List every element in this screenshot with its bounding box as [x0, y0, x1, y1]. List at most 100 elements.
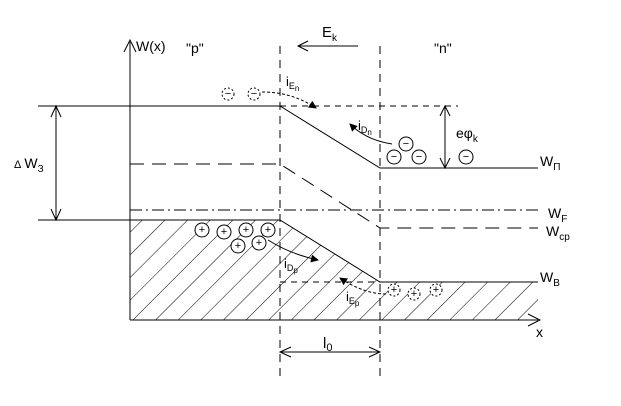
- field-label-sub: k: [332, 33, 338, 44]
- electron-circle: [386, 149, 402, 165]
- valence-band-region: [130, 220, 538, 320]
- electron-diffusion-arrow: [349, 123, 393, 145]
- electron-diffusion-label: iDn: [358, 118, 372, 137]
- mid-gap-label-sub: ср: [559, 232, 570, 243]
- electron-circle: [458, 149, 474, 165]
- electron-carrier: −: [458, 149, 474, 165]
- y-axis-label-text: W(x): [136, 38, 166, 54]
- electron-sign: −: [416, 151, 422, 163]
- depletion-width-arrow-left: [278, 346, 292, 358]
- electron-drift-label: iEn: [286, 74, 299, 93]
- hole-carrier: +: [260, 222, 276, 238]
- hole-sign: +: [243, 224, 249, 236]
- electron-carrier: −: [411, 149, 427, 165]
- electron-carrier: −: [247, 87, 261, 101]
- hole-sign: +: [199, 224, 205, 236]
- hole-diffusion-label: iDp: [284, 256, 298, 275]
- electron-drift-label-subsub: n: [295, 84, 299, 93]
- electron-drift-label-sub: E: [289, 81, 295, 91]
- x-axis-label-text: x: [536, 324, 543, 340]
- conduction-band-label: WП: [540, 153, 560, 173]
- fermi-level-label: WF: [548, 205, 567, 225]
- hole-circle: [194, 222, 210, 238]
- hole-carrier: +: [194, 222, 210, 238]
- conduction-band-label-sub: П: [553, 162, 560, 173]
- electron-diffusion-label-subsub: n: [367, 128, 371, 137]
- y-axis-arrowhead: [123, 38, 137, 53]
- hole-diffusion-label-base: i: [284, 256, 287, 271]
- p-region-label: "p": [186, 40, 204, 56]
- band-gap-label-base: W: [24, 155, 38, 171]
- conduction-band-label-base: W: [540, 153, 554, 169]
- hole-diffusion-label-sub: D: [287, 263, 294, 273]
- hole-sign: +: [265, 224, 271, 236]
- electron-sign: −: [403, 138, 409, 150]
- conduction-band-edge: [38, 105, 538, 169]
- electron-carrier: −: [221, 87, 235, 101]
- field-label: Ek: [322, 24, 338, 44]
- barrier-label-sub: k: [473, 134, 479, 145]
- mid-gap-level: [130, 163, 538, 229]
- hole-carrier: +: [230, 238, 246, 254]
- p-region-label-text: "p": [186, 40, 204, 56]
- mid-gap-label: Wср: [546, 223, 570, 243]
- fermi-level-label-base: W: [548, 205, 562, 221]
- hole-sign: +: [391, 284, 397, 296]
- electron-drift-label-base: i: [286, 74, 289, 89]
- depletion-width-label-sub: 0: [326, 342, 332, 354]
- hole-sign: +: [433, 284, 439, 296]
- band-gap-label-prefix: Δ: [14, 159, 22, 171]
- barrier-arrow-bottom: [439, 157, 451, 170]
- hole-drift-label: iEp: [346, 289, 360, 308]
- electron-diffusion-label-sub: D: [361, 125, 368, 135]
- hole-drift-arrow: [339, 277, 387, 295]
- valence-band-label: WВ: [540, 269, 560, 289]
- valence-band-label-base: W: [540, 269, 554, 285]
- hole-sign: +: [235, 240, 241, 252]
- fermi-level-label-sub: F: [561, 214, 567, 225]
- hole-circle: [429, 283, 443, 297]
- electron-circle: [221, 87, 235, 101]
- electron-carrier: −: [398, 136, 414, 152]
- electron-circle: [411, 149, 427, 165]
- electron-carrier: −: [386, 149, 402, 165]
- hole-drift-label-sub: E: [349, 296, 355, 306]
- depletion-width-arrow-right: [368, 346, 382, 358]
- depletion-width-label: l0: [323, 335, 332, 354]
- hole-sign: +: [411, 288, 417, 300]
- electron-sign: −: [391, 151, 397, 163]
- hole-circle: [387, 283, 401, 297]
- hole-drift-label-base: i: [346, 289, 349, 304]
- hole-circle: [238, 222, 254, 238]
- charge-carriers: − − − − − − + + + + + + + + +: [194, 87, 474, 301]
- valence-band-edge: [38, 219, 538, 283]
- hole-diffusion-label-subsub: p: [293, 266, 298, 275]
- depletion-width-label-base: l: [323, 335, 326, 352]
- hole-circle: [230, 238, 246, 254]
- x-axis-label: x: [536, 324, 543, 340]
- hole-carrier: +: [216, 224, 232, 240]
- electron-diffusion-label-base: i: [358, 118, 361, 133]
- electron-sign: −: [225, 88, 231, 100]
- hole-drift-label-subsub: p: [355, 299, 360, 308]
- band-gap-arrow-top: [50, 104, 62, 118]
- field-label-base: E: [322, 24, 332, 41]
- band-gap-label-sub: З: [38, 164, 44, 175]
- hole-sign: +: [221, 226, 227, 238]
- electron-drift-arrow: [261, 91, 317, 109]
- electron-sign: −: [251, 88, 257, 100]
- hole-circle: [260, 222, 276, 238]
- electron-circle: [247, 87, 261, 101]
- n-region-label-text: "n": [434, 40, 452, 56]
- valence-band-label-sub: В: [553, 278, 560, 289]
- barrier-arrow-top: [439, 104, 451, 117]
- hole-carrier: +: [238, 222, 254, 238]
- hole-circle: [407, 287, 421, 301]
- electron-circle: [398, 136, 414, 152]
- hole-carrier: +: [387, 283, 401, 297]
- hole-circle: [251, 235, 267, 251]
- hole-sign: +: [256, 237, 262, 249]
- n-region-label: "n": [434, 40, 452, 56]
